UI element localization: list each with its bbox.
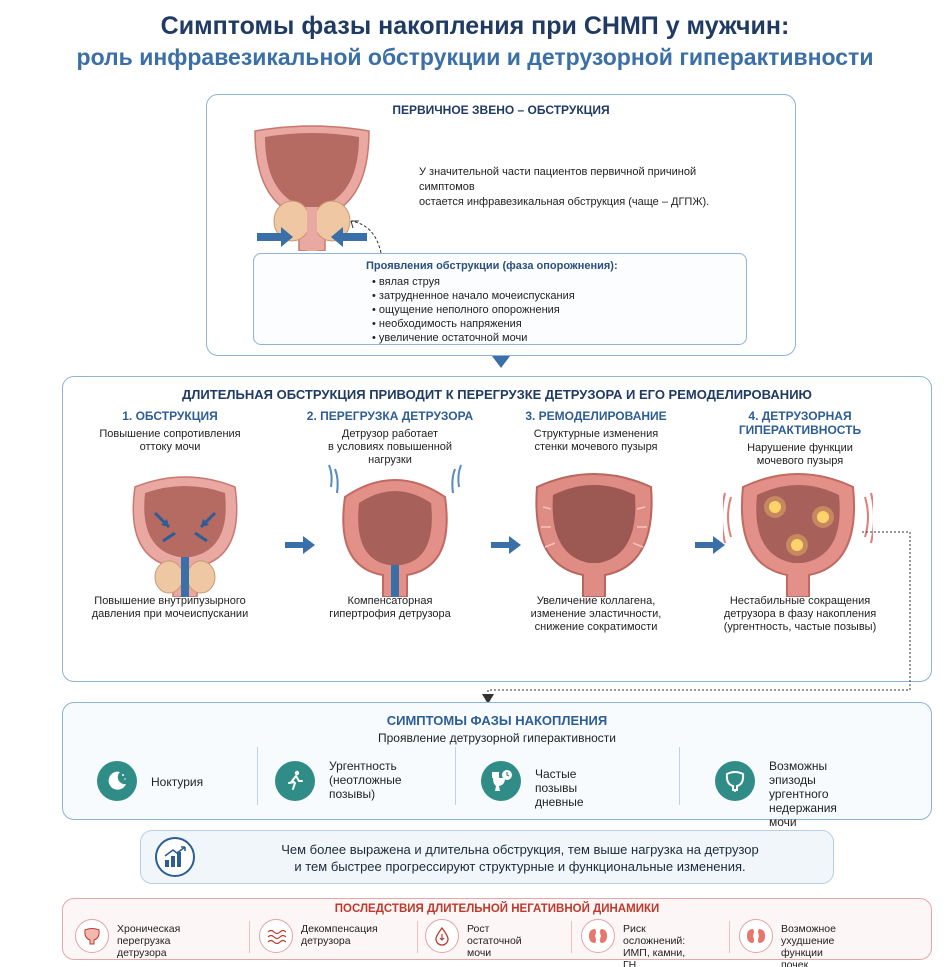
divider [729,921,730,953]
symptoms-subheading: Проявление детрузорной гиперактивности [377,731,616,745]
remodeling-section: ДЛИТЕЛЬНАЯ ОБСТРУКЦИЯ ПРИВОДИТ К ПЕРЕГРУ… [62,376,932,682]
stage-obstruction-outcome: Повышение внутрипузырного давления при м… [91,595,249,620]
divider [679,747,680,805]
remodeling-heading: ДЛИТЕЛЬНАЯ ОБСТРУКЦИЯ ПРИВОДИТ К ПЕРЕГРУ… [182,387,812,402]
divider [417,921,418,953]
divider [249,921,250,953]
stage-detrusor-overload: 2. ПЕРЕГРУЗКА ДЕТРУЗОРА Детрузор работае… [306,409,474,466]
moon-icon [97,761,137,801]
divider [571,921,572,953]
stage-detrusor-overactivity: 4. ДЕТРУЗОРНАЯ ГИПЕРАКТИВНОСТЬ Нарушение… [738,409,862,467]
right-arrow-icon [285,536,315,554]
bladder-remodeling-icon [535,473,653,597]
obstruction-manifestations-box: Проявления обструкции (фаза опорожнения)… [253,253,747,345]
manifestations-list: вялая струя затрудненное начало мочеиспу… [372,275,746,345]
page-title: Симптомы фазы накопления при СНМП у мужч… [160,12,790,40]
stage-remodeling: 3. РЕМОДЕЛИРОВАНИЕ Структурные изменения… [525,409,667,453]
list-item: увеличение остаточной мочи [372,331,746,345]
page-subtitle: роль инфравезикальной обструкции и детру… [76,44,874,70]
stage-remodeling-outcome: Увеличение коллагена, изменение эластичн… [530,595,662,633]
consequences-heading: ПОСЛЕДСТВИЯ ДЛИТЕЛЬНОЙ НЕГАТИВНОЙ ДИНАМИ… [334,903,660,915]
right-arrow-icon [491,536,521,554]
bladder-obstruction-illustration [254,125,370,251]
manifestations-title: Проявления обструкции (фаза опорожнения)… [366,260,618,272]
running-person-icon [275,761,315,801]
list-item: затрудненное начало мочеиспускания [372,289,746,303]
bladder-obstruction-icon [132,476,238,597]
consequences-section: ПОСЛЕДСТВИЯ ДЛИТЕЛЬНОЙ НЕГАТИВНОЙ ДИНАМИ… [62,898,932,967]
note-text: Чем более выражена и длительна обструкци… [281,842,759,874]
list-item: ощущение неполного опорожнения [372,303,746,317]
stage-obstruction: 1. ОБСТРУКЦИЯ Повышение сопротивления от… [99,409,241,453]
bladder-hypertrophy-icon [328,464,462,597]
stage-detrusor-overactivity-outcome: Нестабильные сокращения детрузора в фазу… [723,595,877,633]
dotted-connector-arrow [482,531,911,704]
bladder-outline-icon [75,919,109,953]
stage-detrusor-overload-outcome: Компенсаторная гипертрофия детрузора [329,595,451,620]
pointer-arrow-icon [350,220,382,254]
right-arrow-icon [695,536,725,554]
symptoms-heading: СИМПТОМЫ ФАЗЫ НАКОПЛЕНИЯ [386,713,608,728]
kidneys-icon [739,919,773,953]
droplet-icon [425,919,459,953]
toilet-clock-icon [481,761,521,801]
divider [455,747,456,805]
primary-description: У значительной части пациентов первичной… [419,166,710,208]
primary-section: ПЕРВИЧНОЕ ЗВЕНО – ОБСТРУКЦИЯ У значитель… [206,94,796,356]
primary-heading: ПЕРВИЧНОЕ ЗВЕНО – ОБСТРУКЦИЯ [392,103,610,117]
list-item: необходимость напряжения [372,317,746,331]
bladder-overactivity-icon [723,473,873,597]
kidneys-icon [581,919,615,953]
divider [257,747,258,805]
bladder-icon [715,761,755,801]
growth-chart-icon [155,837,195,877]
list-item: вялая струя [372,275,746,289]
waves-icon [259,919,293,953]
progression-note: Чем более выражена и длительна обструкци… [140,830,834,884]
down-arrow-icon [492,356,510,368]
storage-symptoms-section: СИМПТОМЫ ФАЗЫ НАКОПЛЕНИЯ Проявление детр… [62,702,932,829]
